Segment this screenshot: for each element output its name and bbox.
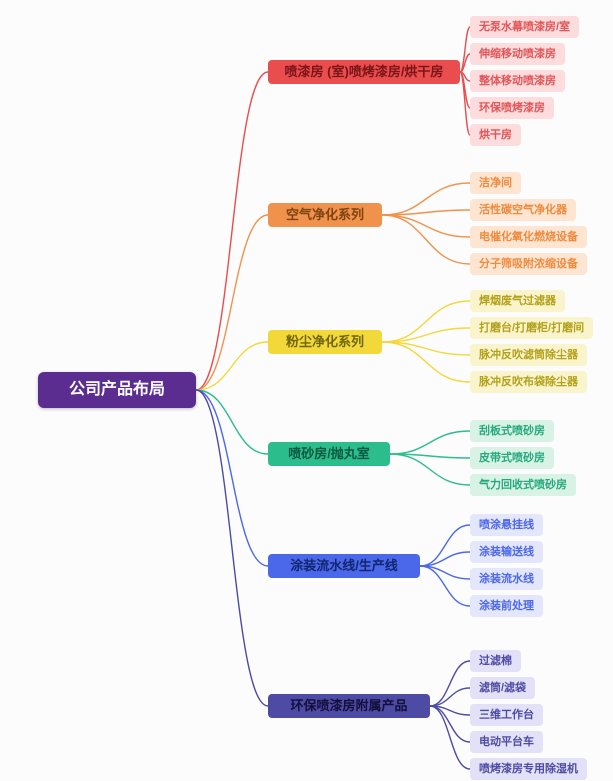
leaf-node[interactable]: 滤筒/滤袋 xyxy=(470,677,536,699)
connector xyxy=(381,341,471,383)
leaf-node[interactable]: 烘干房 xyxy=(470,124,521,146)
connector xyxy=(429,660,471,707)
branch-node-accessories[interactable]: 环保喷漆房附属产品 xyxy=(268,694,430,718)
connector xyxy=(195,389,269,707)
leaf-node[interactable]: 活性碳空气净化器 xyxy=(470,199,576,221)
connector xyxy=(381,300,471,343)
connector xyxy=(195,71,269,391)
leaf-node[interactable]: 过滤棉 xyxy=(470,650,521,672)
connector xyxy=(419,565,471,580)
connector xyxy=(381,341,471,356)
connector xyxy=(195,389,269,455)
connector xyxy=(381,214,471,238)
leaf-node[interactable]: 刮板式喷砂房 xyxy=(470,420,554,442)
connector xyxy=(459,71,471,109)
leaf-node[interactable]: 脉冲反吹滤筒除尘器 xyxy=(470,344,587,366)
leaf-node[interactable]: 电催化氧化燃烧设备 xyxy=(470,226,587,248)
branch-node-dust-purification[interactable]: 粉尘净化系列 xyxy=(268,330,382,354)
leaf-node[interactable]: 涂装前处理 xyxy=(470,595,543,617)
connector xyxy=(195,389,269,567)
connector xyxy=(381,327,471,343)
leaf-node[interactable]: 电动平台车 xyxy=(470,731,543,753)
connector xyxy=(459,53,471,73)
connector xyxy=(419,565,471,607)
connector xyxy=(429,687,471,707)
leaf-node[interactable]: 脉冲反吹布袋除尘器 xyxy=(470,371,587,393)
leaf-node[interactable]: 喷烤漆房专用除湿机 xyxy=(470,758,587,780)
connector xyxy=(429,705,471,770)
connector xyxy=(459,71,471,82)
leaf-node[interactable]: 打磨台/打磨柜/打磨间 xyxy=(470,317,594,339)
root-node[interactable]: 公司产品布局 xyxy=(38,372,196,408)
connector xyxy=(459,71,471,136)
connector xyxy=(429,705,471,716)
leaf-node[interactable]: 洁净间 xyxy=(470,172,521,194)
leaf-node[interactable]: 环保喷烤漆房 xyxy=(470,97,554,119)
connector xyxy=(419,551,471,567)
connector xyxy=(195,341,269,391)
connector xyxy=(459,26,471,73)
leaf-node[interactable]: 气力回收式喷砂房 xyxy=(470,474,576,496)
leaf-node[interactable]: 喷涂悬挂线 xyxy=(470,514,543,536)
connector xyxy=(389,453,471,486)
leaf-node[interactable]: 无泵水幕喷漆房/室 xyxy=(470,16,580,38)
connector xyxy=(381,209,471,216)
leaf-node[interactable]: 涂装流水线 xyxy=(470,568,543,590)
connector xyxy=(195,214,269,391)
leaf-node[interactable]: 整体移动喷漆房 xyxy=(470,70,565,92)
branch-node-air-purification[interactable]: 空气净化系列 xyxy=(268,203,382,227)
leaf-node[interactable]: 涂装输送线 xyxy=(470,541,543,563)
leaf-node[interactable]: 伸缩移动喷漆房 xyxy=(470,43,565,65)
connector xyxy=(389,430,471,455)
leaf-node[interactable]: 焊烟废气过滤器 xyxy=(470,290,565,312)
connector xyxy=(419,524,471,567)
connector xyxy=(429,705,471,743)
branch-node-coating-lines[interactable]: 涂装流水线/生产线 xyxy=(268,554,420,578)
leaf-node[interactable]: 分子筛吸附浓缩设备 xyxy=(470,253,587,275)
connector xyxy=(381,214,471,265)
connector xyxy=(381,182,471,216)
connector xyxy=(389,453,471,459)
branch-node-sandblast-rooms[interactable]: 喷砂房/抛丸室 xyxy=(268,442,390,466)
branch-node-paint-booths[interactable]: 喷漆房 (室)喷烤漆房/烘干房 xyxy=(268,60,460,84)
leaf-node[interactable]: 皮带式喷砂房 xyxy=(470,447,554,469)
leaf-node[interactable]: 三维工作台 xyxy=(470,704,543,726)
